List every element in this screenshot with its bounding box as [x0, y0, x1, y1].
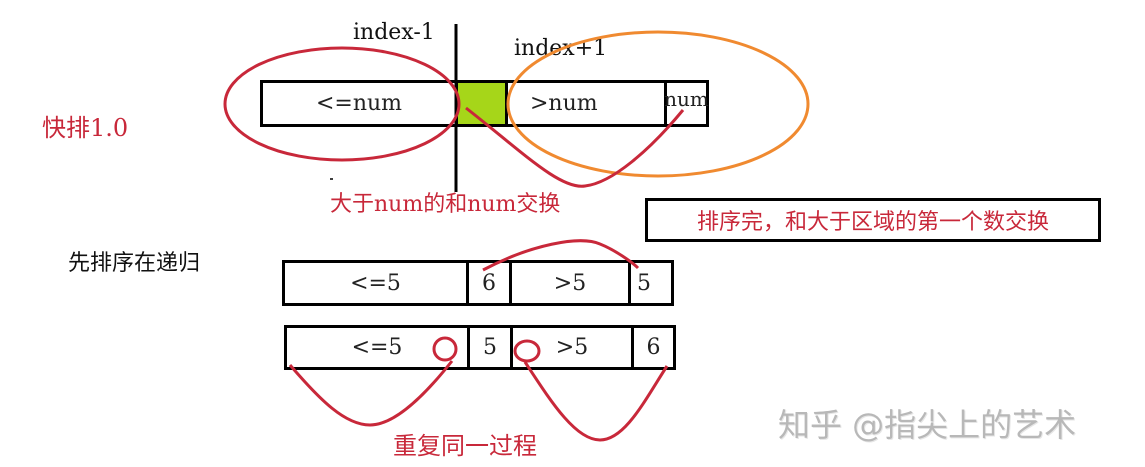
marker-index-plus-1: index+1 [514, 36, 608, 61]
cell-less-equal-num: <=num [260, 80, 458, 127]
recursion-label: 先排序在递归 [68, 251, 201, 276]
recursion-curve-right [523, 361, 669, 442]
caption-swap: 大于num的和num交换 [330, 192, 561, 217]
row1-cell-last: 5 [628, 260, 674, 306]
row2-cell-less-equal: <=5 [284, 325, 470, 370]
row1-cell-less-equal: <=5 [282, 260, 469, 306]
row1-cell-pivot: 6 [466, 260, 512, 306]
caption-repeat: 重复同一过程 [393, 432, 537, 460]
marker-index-minus-1: index-1 [353, 20, 435, 45]
cell-pivot-current [455, 80, 508, 127]
note-text: 排序完，和大于区域的第一个数交换 [696, 210, 1049, 235]
title-quicksort: 快排1.0 [42, 114, 129, 142]
note-box: 排序完，和大于区域的第一个数交换 [645, 198, 1101, 242]
recursion-curve-left [288, 360, 454, 427]
row2-cell-greater: >5 [510, 325, 634, 370]
cell-greater-num: >num [505, 80, 667, 127]
row2-cell-pivot: 5 [467, 325, 513, 370]
watermark: 知乎 @指尖上的艺术 [778, 406, 1077, 444]
cell-num: num [664, 80, 709, 127]
row2-cell-last: 6 [631, 325, 676, 370]
row1-cell-greater: >5 [509, 260, 631, 306]
